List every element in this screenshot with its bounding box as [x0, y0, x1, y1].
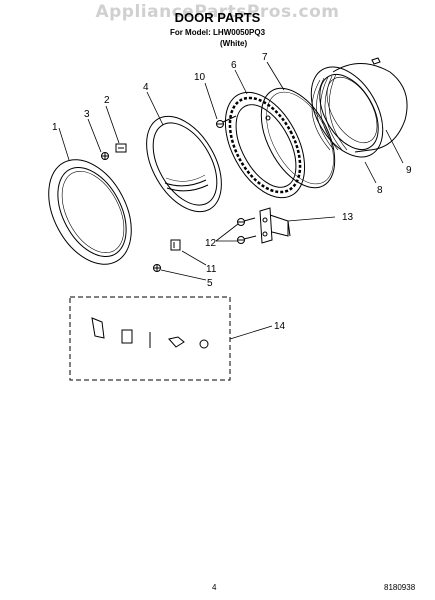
callout-13: 13	[342, 212, 354, 223]
callout-6: 6	[231, 60, 237, 71]
model-line: For Model: LHW0050PQ3	[169, 28, 266, 37]
callout-2: 2	[104, 95, 110, 106]
callout-leaders	[58, 61, 404, 340]
callout-labels: 1 2 3 4 5 6 7 8 9 10 11 12 13 14	[52, 52, 412, 332]
part-screw	[101, 152, 109, 160]
callout-3: 3	[84, 109, 90, 120]
callout-10: 10	[194, 72, 206, 83]
document-number: 8180938	[384, 583, 416, 592]
part-door-hinge	[259, 207, 291, 244]
part-outer-glass	[332, 57, 408, 153]
color-variant: (White)	[220, 39, 248, 48]
callout-5: 5	[207, 278, 213, 289]
part-door-latch	[115, 143, 127, 153]
part-door-window	[146, 115, 222, 213]
callout-4: 4	[143, 82, 149, 93]
part-inner-door-frame	[224, 91, 306, 199]
part-hinge-screws	[237, 217, 257, 244]
page-title: DOOR PARTS	[174, 10, 261, 25]
callout-1: 1	[52, 122, 58, 133]
callout-8: 8	[377, 185, 383, 196]
part-outer-door-ring	[48, 159, 132, 265]
part-screw-10	[216, 115, 237, 128]
part-clip	[170, 239, 181, 251]
page-number: 4	[212, 583, 217, 592]
part-screw-5	[153, 264, 161, 272]
callout-7: 7	[262, 52, 268, 63]
watermark: AppliancePartsPros.com	[95, 2, 340, 22]
callout-9: 9	[406, 165, 412, 176]
callout-12: 12	[205, 238, 217, 249]
part-door-liner	[310, 66, 384, 158]
callout-14: 14	[274, 321, 286, 332]
part-hardware-kit	[69, 296, 231, 381]
callout-11: 11	[206, 264, 217, 275]
